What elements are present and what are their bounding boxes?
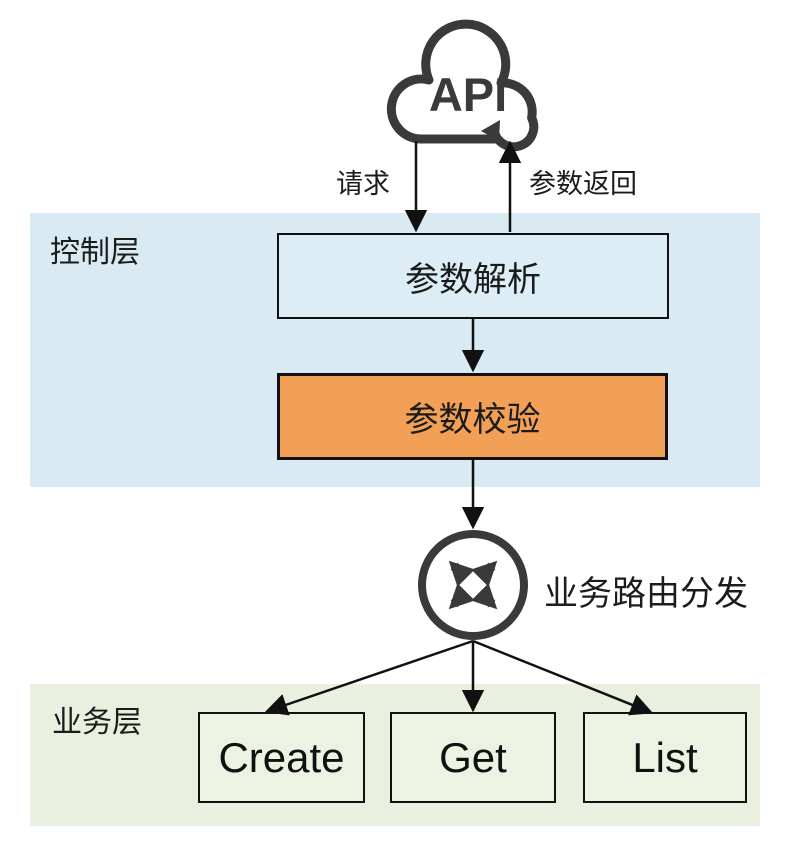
service-box-get: Get bbox=[390, 712, 556, 803]
validate-params-label: 参数校验 bbox=[404, 401, 541, 439]
api-label: API bbox=[429, 68, 507, 121]
control-layer-label: 控制层 bbox=[50, 236, 140, 269]
api-cloud-icon: API bbox=[386, 19, 539, 152]
parse-params-box: 参数解析 bbox=[277, 233, 669, 319]
request-arrow-label: 请求 bbox=[336, 169, 390, 199]
validate-params-box: 参数校验 bbox=[277, 373, 668, 460]
service-box-list: List bbox=[583, 712, 747, 803]
service-box-create: Create bbox=[198, 712, 365, 803]
parse-params-label: 参数解析 bbox=[405, 260, 541, 299]
return-arrow-label: 参数返回 bbox=[529, 169, 637, 199]
router-label: 业务路由分发 bbox=[544, 575, 748, 613]
service-get-label: Get bbox=[439, 733, 507, 781]
business-layer-label: 业务层 bbox=[52, 706, 142, 739]
refresh-arrowhead bbox=[481, 120, 500, 141]
router-dispatch-icon bbox=[418, 530, 528, 640]
service-list-label: List bbox=[632, 733, 698, 781]
service-create-label: Create bbox=[218, 733, 345, 781]
